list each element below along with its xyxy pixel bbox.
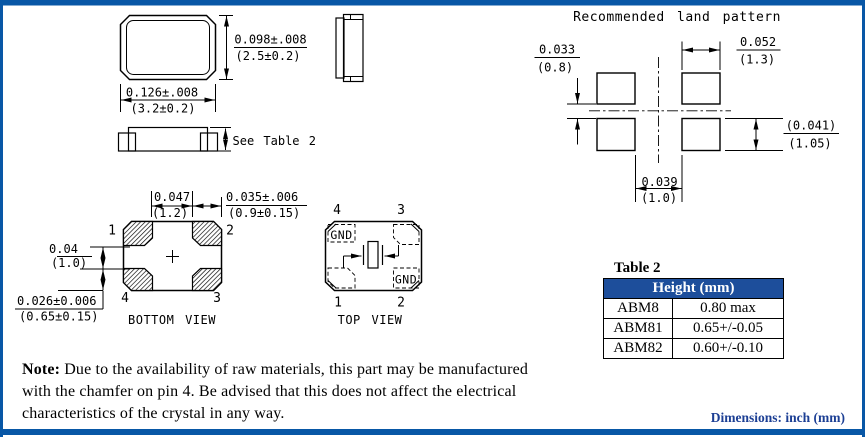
front-height-inch: 0.098±.008	[234, 33, 306, 47]
front-width-inch: 0.126±.008	[126, 86, 198, 100]
land-pad-bl	[596, 117, 636, 152]
pad-4	[122, 267, 154, 292]
see-table-2-label: See Table 2	[233, 134, 316, 148]
bottom-view-label: BOTTOM VIEW	[128, 313, 216, 327]
top-pin1: 1	[334, 296, 342, 311]
model-cell: ABM82	[603, 338, 673, 359]
units-note: Dimensions: inch (mm)	[710, 410, 845, 425]
pad-3	[191, 267, 223, 292]
land-pattern: Recommended land pattern 0.033 (0.8) 0.0…	[534, 10, 839, 205]
top-pin4: 4	[333, 203, 341, 218]
lp-hgap-inch: 0.039	[641, 175, 677, 189]
note-line-1: Note: Due to the availability of raw mat…	[22, 361, 529, 378]
pad-gap-x-inch: 0.047	[154, 190, 190, 204]
height-cell: 0.65+/-0.05	[672, 318, 784, 339]
lp-vgap-mm: (0.8)	[537, 61, 573, 75]
bottom-pin3: 3	[213, 291, 221, 306]
bottom-pin4: 4	[121, 291, 129, 306]
pad-height-inch: 0.026±0.006	[17, 294, 96, 308]
land-pad-tr	[681, 72, 721, 105]
lp-hgap-mm: (1.0)	[641, 191, 677, 205]
gnd-label-pin2: GND	[395, 273, 417, 287]
pad-gap-y-inch: 0.04	[49, 242, 78, 256]
side-view-right	[335, 13, 364, 83]
height-cell: 0.60+/-0.10	[672, 338, 784, 359]
top-pin2: 2	[397, 296, 405, 311]
note-line-2: with the chamfer on pin 4. Be advised th…	[22, 383, 517, 400]
lp-padh-inch: (0.041)	[786, 119, 837, 133]
note-label: Note:	[22, 361, 61, 378]
front-width-mm: (3.2±0.2)	[130, 102, 195, 116]
bottom-pin2: 2	[226, 224, 234, 239]
pad-width-mm: (0.9±0.15)	[228, 206, 300, 220]
front-view: 0.098±.008 (2.5±0.2) 0.126±.008 (3.2±0.2…	[119, 14, 307, 116]
top-view: GND GND 4 3 1 2 TOP VIEW	[324, 203, 423, 327]
front-height-mm: (2.5±0.2)	[235, 49, 300, 63]
model-cell: ABM81	[603, 318, 673, 339]
height-cell: 0.80 max	[672, 298, 784, 319]
pad-gap-x-mm: (1.2)	[152, 206, 188, 220]
table-2-header: Height (mm)	[603, 278, 784, 299]
lp-padw-inch: 0.052	[740, 35, 776, 49]
note-line-3: characteristics of the crystal in any wa…	[22, 405, 285, 422]
top-pin3: 3	[397, 203, 405, 218]
pad-height-mm: (0.65±0.15)	[19, 310, 98, 324]
land-pattern-title: Recommended land pattern	[573, 10, 781, 25]
model-cell: ABM8	[603, 298, 673, 319]
pad-2	[191, 220, 223, 247]
bottom-pin1: 1	[108, 224, 116, 239]
land-pad-br	[681, 117, 721, 152]
lp-vgap-inch: 0.033	[539, 43, 575, 57]
lp-padw-mm: (1.3)	[739, 53, 775, 67]
gnd-label-pin4: GND	[330, 228, 352, 242]
pad-width-inch: 0.035±.006	[226, 190, 298, 204]
bottom-view: 1 2 4 3 0.047 (1.2) 0.035±.006 (0.9±0.15…	[15, 190, 307, 327]
pad-1	[122, 220, 154, 247]
side-view-front: See Table 2	[117, 126, 316, 152]
lp-padh-mm: (1.05)	[788, 137, 831, 151]
table-2-caption: Table 2	[614, 260, 661, 276]
land-pad-tl	[596, 72, 636, 105]
top-view-label: TOP VIEW	[338, 313, 403, 327]
pad-gap-y-mm: (1.0)	[51, 256, 87, 270]
note: Note: Due to the availability of raw mat…	[22, 359, 528, 425]
